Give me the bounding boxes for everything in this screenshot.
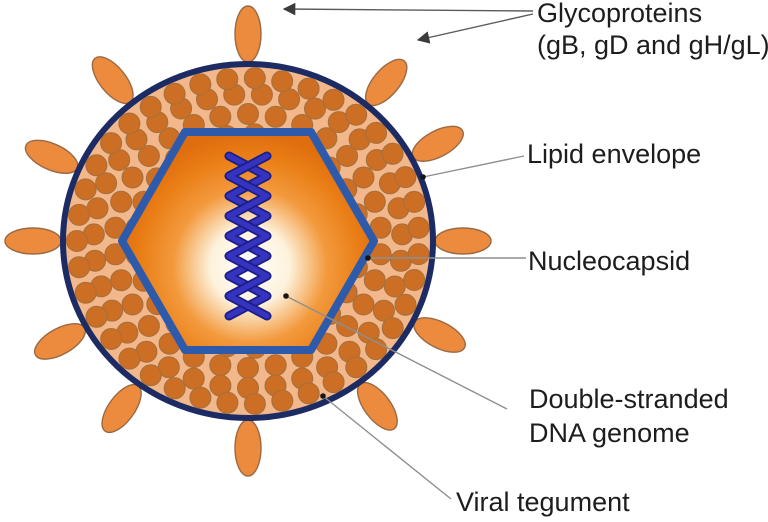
- tegument-dot: [100, 132, 123, 155]
- tegument-dot: [304, 97, 326, 120]
- tegument-dot: [237, 357, 259, 379]
- tegument-dot: [139, 364, 162, 387]
- tegument-dot: [381, 142, 404, 165]
- tegument-dot: [394, 293, 417, 316]
- tegument-dot: [85, 154, 108, 177]
- tegument-dot: [264, 105, 287, 128]
- tegument-dot: [336, 315, 359, 337]
- tegument-dot: [189, 73, 212, 96]
- tegument-dot: [322, 88, 345, 111]
- tegument-dot: [297, 77, 320, 100]
- tegument-dot: [65, 230, 88, 252]
- dna-genome-leader-line: [285, 295, 508, 410]
- tegument-dot: [137, 145, 160, 167]
- label-glycoproteins: Glycoproteins (gB, gD and gH/gL): [537, 0, 768, 61]
- tegument-dot: [182, 367, 205, 390]
- tegument-dot: [271, 70, 294, 93]
- tegument-dot: [85, 305, 108, 328]
- tegument-dot: [163, 377, 186, 400]
- tegument-dot: [243, 67, 266, 90]
- tegument-dot: [95, 172, 118, 195]
- tegument-dot: [407, 216, 430, 239]
- tegument-dot: [403, 190, 426, 213]
- tegument-dot: [345, 356, 368, 379]
- tegument-dot: [381, 317, 404, 340]
- tegument-dot: [363, 190, 386, 213]
- tegument-dot: [216, 391, 239, 414]
- glycoprotein-spike: [234, 419, 262, 477]
- tegument-dot: [407, 243, 430, 266]
- tegument-dot: [209, 354, 232, 377]
- tegument-dot: [216, 68, 239, 91]
- tegument-dot: [86, 197, 109, 220]
- glycoprotein-spike: [413, 317, 466, 353]
- label-glycoproteins-line1: Glycoproteins: [537, 0, 703, 28]
- tegument-dot: [363, 269, 386, 292]
- tegument-dot: [403, 269, 426, 291]
- tegument-dot: [264, 354, 287, 377]
- tegument-dot: [237, 103, 259, 125]
- label-glycoproteins-line2: (gB, gD and gH/gL): [537, 30, 768, 60]
- tegument-dot: [383, 275, 406, 298]
- tegument-dot: [74, 281, 97, 304]
- label-dna-genome-line1: Double-stranded: [529, 384, 729, 414]
- glycoproteins-leader-line-1: [282, 2, 534, 16]
- tegument-dot: [189, 386, 212, 409]
- tegument-dot: [394, 166, 417, 189]
- tegument-dot: [271, 389, 294, 412]
- tegument-dot: [365, 121, 388, 144]
- tegument-dot: [100, 328, 123, 350]
- tegument-dot: [139, 95, 162, 118]
- lipid-envelope-leader-line: [422, 155, 525, 178]
- tegument-dot: [118, 112, 141, 135]
- nucleocapsid-pointer-dot: [365, 255, 371, 261]
- dna-double-helix: [224, 151, 272, 321]
- label-dna-genome-line2: DNA genome: [529, 418, 690, 448]
- label-lipid-envelope: Lipid envelope: [527, 139, 702, 169]
- tegument-dot: [110, 190, 133, 213]
- tegument-dot: [345, 103, 368, 126]
- tegument-dot: [297, 382, 320, 405]
- tegument-dot: [118, 347, 141, 370]
- tegument-dot: [121, 293, 144, 316]
- glycoprotein-spike: [24, 139, 79, 174]
- lipid-envelope-pointer-dot: [420, 174, 426, 180]
- tegument-dot: [365, 338, 388, 361]
- tegument-dot: [137, 315, 160, 337]
- glycoprotein-spike: [4, 227, 62, 255]
- dna-strand: [226, 153, 270, 319]
- label-nucleocapsid: Nucleocapsid: [528, 246, 691, 276]
- tegument-dot: [352, 293, 375, 316]
- tegument-dot: [243, 392, 266, 415]
- tegument-dot: [68, 256, 91, 279]
- tegument-dot: [372, 299, 395, 322]
- dna-genome-pointer-dot: [283, 293, 289, 299]
- tegument-dot: [322, 371, 345, 394]
- tegument-dot: [68, 203, 91, 226]
- tegument-dot: [352, 166, 375, 189]
- glycoproteins-leader-line-2: [416, 13, 534, 44]
- tegument-dot: [121, 166, 144, 189]
- label-dna-genome: Double-stranded DNA genome: [529, 382, 729, 450]
- tegument-dot: [110, 269, 133, 292]
- dna-strand: [226, 153, 270, 319]
- viral-tegument-pointer-dot: [320, 393, 326, 399]
- viral-tegument-leader-line: [322, 395, 452, 500]
- label-viral-tegument: Viral tegument: [456, 487, 630, 517]
- tegument-dot: [209, 105, 232, 128]
- glycoprotein-spike: [234, 5, 262, 63]
- glycoprotein-spike: [434, 227, 492, 255]
- tegument-dot: [74, 178, 97, 201]
- tegument-dot: [336, 145, 359, 167]
- tegument-dot: [163, 82, 186, 105]
